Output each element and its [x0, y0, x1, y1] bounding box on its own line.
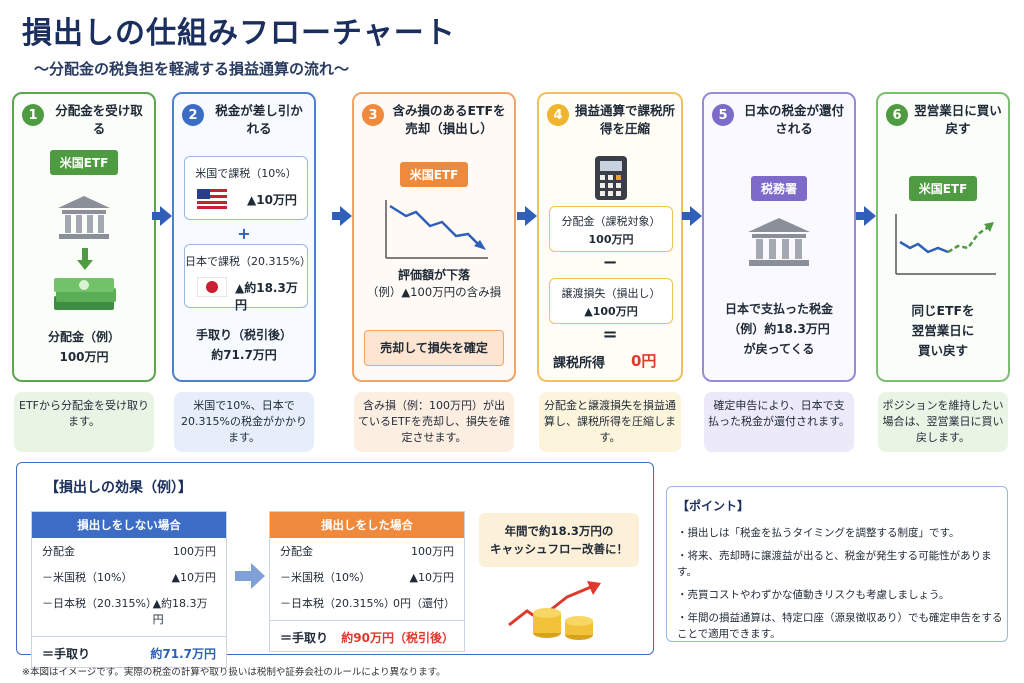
net-label: 手取り（税引後） [195, 328, 292, 342]
calculator-icon [595, 156, 627, 200]
step-3-note: 含み損（例：100万円）が出ているETFを売却し、損失を確定させます。 [354, 392, 514, 452]
refund-text-1: 日本で支払った税金 [724, 302, 833, 316]
list-item: ・売買コストやわずかな値動きリスクも考慮しましょう。 [677, 589, 950, 601]
step-title: 日本の税金が還付される [743, 103, 844, 136]
loss-amount: ▲100万円 [584, 305, 638, 318]
step-number: 2 [182, 104, 204, 126]
step-title: 分配金を受け取る [55, 103, 143, 136]
plus-sign: + [237, 224, 251, 243]
flow-arrow-icon [152, 206, 172, 226]
without-header: 損出しをしない場合 [32, 512, 226, 538]
step-number: 6 [886, 104, 908, 126]
rebuy-text-3: 買い戻す [917, 343, 968, 358]
loss-label: 譲渡損失（損出し） [561, 287, 661, 300]
step-number: 4 [547, 104, 569, 126]
jp-tax-amount: ▲約18.3万円 [235, 281, 298, 312]
list-item: ・損出しは「税金を払うタイミングを調整する制度」です。 [677, 527, 960, 539]
tax-office-building-icon [748, 218, 810, 266]
points-panel: 【ポイント】 ・損出しは「税金を払うタイミングを調整する制度」です。 ・将来、売… [666, 486, 1008, 642]
table-row: －日本税（20.315%）0円（還付） [280, 597, 456, 610]
step-title: 税金が差し引かれる [215, 103, 303, 136]
step-1-card: 1 分配金を受け取る 米国ETF 分配金（例） 100万円 [12, 92, 156, 382]
refund-text-3: が戻ってくる [743, 342, 815, 356]
sell-action-box: 売却して損失を確定 [364, 330, 504, 366]
flow-arrow-icon [332, 206, 352, 226]
step-number: 1 [22, 104, 44, 126]
rebuy-text-1: 同じETFを [911, 303, 975, 318]
result-label: 課税所得 [553, 356, 606, 371]
step-6-card: 6 翌営業日に買い戻す 米国ETF 同じETFを 翌営業日に 買い戻す [876, 92, 1010, 382]
jp-flag-icon [197, 277, 227, 297]
flow-arrow-icon [856, 206, 876, 226]
step-title: 含み損のあるETFを売却（損出し） [392, 103, 506, 136]
drop-example: （例）▲100万円の含み損 [366, 285, 502, 299]
step-number: 5 [712, 104, 734, 126]
flow-arrow-icon [517, 206, 537, 226]
effect-title: 【損出しの効果（例）】 [45, 480, 192, 496]
points-title: 【ポイント】 [677, 499, 750, 513]
step-4-card: 4 損益通算で課税所得を圧縮 分配金（課税対象） 100万円 − 譲渡損失（損出… [537, 92, 683, 382]
rising-chart-icon [895, 214, 996, 275]
equals-sign: = [602, 324, 618, 345]
page-title: 損出しの仕組みフローチャート [22, 16, 456, 51]
amount-label: 分配金（例） [47, 330, 120, 344]
table-row: －日本税（20.315%）▲約18.3万円 [42, 597, 208, 626]
step-4-note: 分配金と譲渡損失を損益通算し、課税所得を圧縮します。 [539, 392, 681, 452]
table-row: －米国税（10%）▲10万円 [280, 571, 454, 584]
step-number: 3 [362, 104, 384, 126]
etf-tag: 米国ETF [49, 150, 119, 175]
with-header: 損出しをした場合 [270, 512, 464, 538]
us-tax-amount: ▲10万円 [247, 193, 297, 207]
step-2-card: 2 税金が差し引かれる 米国で課税（10%） ▲10万円 + 日本で課税（20.… [172, 92, 316, 382]
etf-tag: 米国ETF [399, 162, 469, 187]
distribution-box: 分配金（課税対象） 100万円 [549, 206, 673, 252]
coins-growth-icon [508, 581, 601, 640]
result-value: 0円 [631, 352, 657, 370]
step-6-note: ポジションを維持したい場合は、翌営業日に買い戻します。 [878, 392, 1008, 452]
jp-tax-label: 日本で課税（20.315%） [185, 255, 311, 268]
arrow-down-icon [77, 248, 93, 270]
list-item: ・将来、売却時に譲渡益が出ると、税金が発生する可能性があります。 [677, 550, 992, 578]
rebuy-text-2: 翌営業日に [911, 323, 975, 338]
distribution-amount: 100万円 [588, 233, 634, 246]
points-list: ・損出しは「税金を払うタイミングを調整する制度」です。 ・将来、売却時に譲渡益が… [677, 525, 1003, 649]
list-item: ・年間の損益通算は、特定口座（源泉徴収あり）でも確定申告をすることで適用できます… [677, 612, 1003, 640]
us-tax-label: 米国で課税（10%） [195, 167, 297, 180]
jp-tax-box: 日本で課税（20.315%） ▲約18.3万円 [184, 244, 311, 312]
minus-sign: − [602, 252, 618, 273]
improvement-callout: 年間で約18.3万円の キャッシュフロー改善に！ [479, 513, 639, 567]
money-stack-icon [54, 278, 116, 310]
footnote: ※本図はイメージです。実際の税金の計算や取り扱いは税制や証券会社のルールにより異… [22, 667, 446, 678]
page-subtitle: ～分配金の税負担を軽減する損益通算の流れ～ [34, 60, 350, 78]
amount-value: 100万円 [59, 350, 109, 364]
step-5-card: 5 日本の税金が還付される 税務署 日本で支払った税金 （例）約18.3万円 が… [702, 92, 856, 382]
table-row: －米国税（10%）▲10万円 [42, 571, 216, 584]
step-1-note: ETFから分配金を受け取ります。 [14, 392, 154, 452]
us-tax-box: 米国で課税（10%） ▲10万円 [184, 156, 308, 220]
loss-box: 譲渡損失（損出し） ▲100万円 [549, 278, 673, 324]
falling-chart-icon [385, 200, 488, 259]
flow-arrow-icon [682, 206, 702, 226]
step-title: 損益通算で課税所得を圧縮 [575, 103, 676, 136]
step-3-card: 3 含み損のあるETFを売却（損出し） 米国ETF 評価額が下落 （例）▲100… [352, 92, 516, 382]
total-row: ＝手取り約71.7万円 [32, 636, 226, 667]
refund-text-2: （例）約18.3万円 [728, 322, 830, 336]
step-2-note: 米国で10%、日本で20.315%の税金がかかります。 [174, 392, 314, 452]
etf-tag: 米国ETF [908, 176, 978, 201]
total-row: ＝手取り約90万円（税引後） [270, 620, 464, 651]
step-title: 翌営業日に買い戻す [914, 103, 1002, 136]
drop-text: 評価額が下落 [397, 268, 470, 282]
step-5-note: 確定申告により、日本で支払った税金が還付されます。 [704, 392, 854, 452]
compare-arrow-icon [235, 563, 265, 589]
bank-icon [58, 196, 110, 239]
us-flag-icon [197, 189, 227, 209]
tax-office-tag: 税務署 [750, 176, 807, 201]
distribution-label: 分配金（課税対象） [561, 215, 661, 228]
net-amount: 約71.7万円 [211, 348, 277, 362]
